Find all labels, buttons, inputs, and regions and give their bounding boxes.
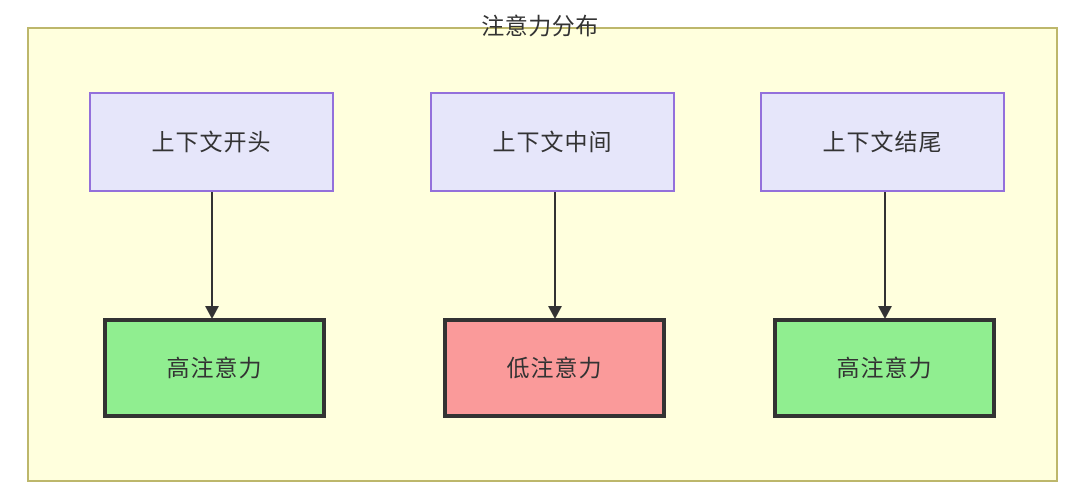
- node-context-middle-label: 上下文中间: [492, 128, 613, 155]
- edge-arrow-start: [204, 192, 220, 320]
- arrow-down-icon: [548, 192, 562, 319]
- node-context-start-label: 上下文开头: [151, 128, 272, 155]
- diagram-title: 注意力分布: [481, 13, 599, 39]
- edge-arrow-middle: [547, 192, 563, 320]
- node-attention-middle-label: 低注意力: [506, 354, 603, 381]
- node-attention-end[interactable]: 高注意力: [773, 318, 996, 418]
- arrow-down-icon: [878, 192, 892, 319]
- node-attention-start[interactable]: 高注意力: [103, 318, 326, 418]
- arrow-down-icon: [205, 192, 219, 319]
- node-attention-start-label: 高注意力: [166, 354, 263, 381]
- edge-arrow-end: [877, 192, 893, 320]
- node-attention-end-label: 高注意力: [836, 354, 933, 381]
- node-context-end[interactable]: 上下文结尾: [760, 92, 1005, 192]
- node-context-start[interactable]: 上下文开头: [89, 92, 334, 192]
- node-context-end-label: 上下文结尾: [822, 128, 943, 155]
- node-attention-middle[interactable]: 低注意力: [443, 318, 666, 418]
- node-context-middle[interactable]: 上下文中间: [430, 92, 675, 192]
